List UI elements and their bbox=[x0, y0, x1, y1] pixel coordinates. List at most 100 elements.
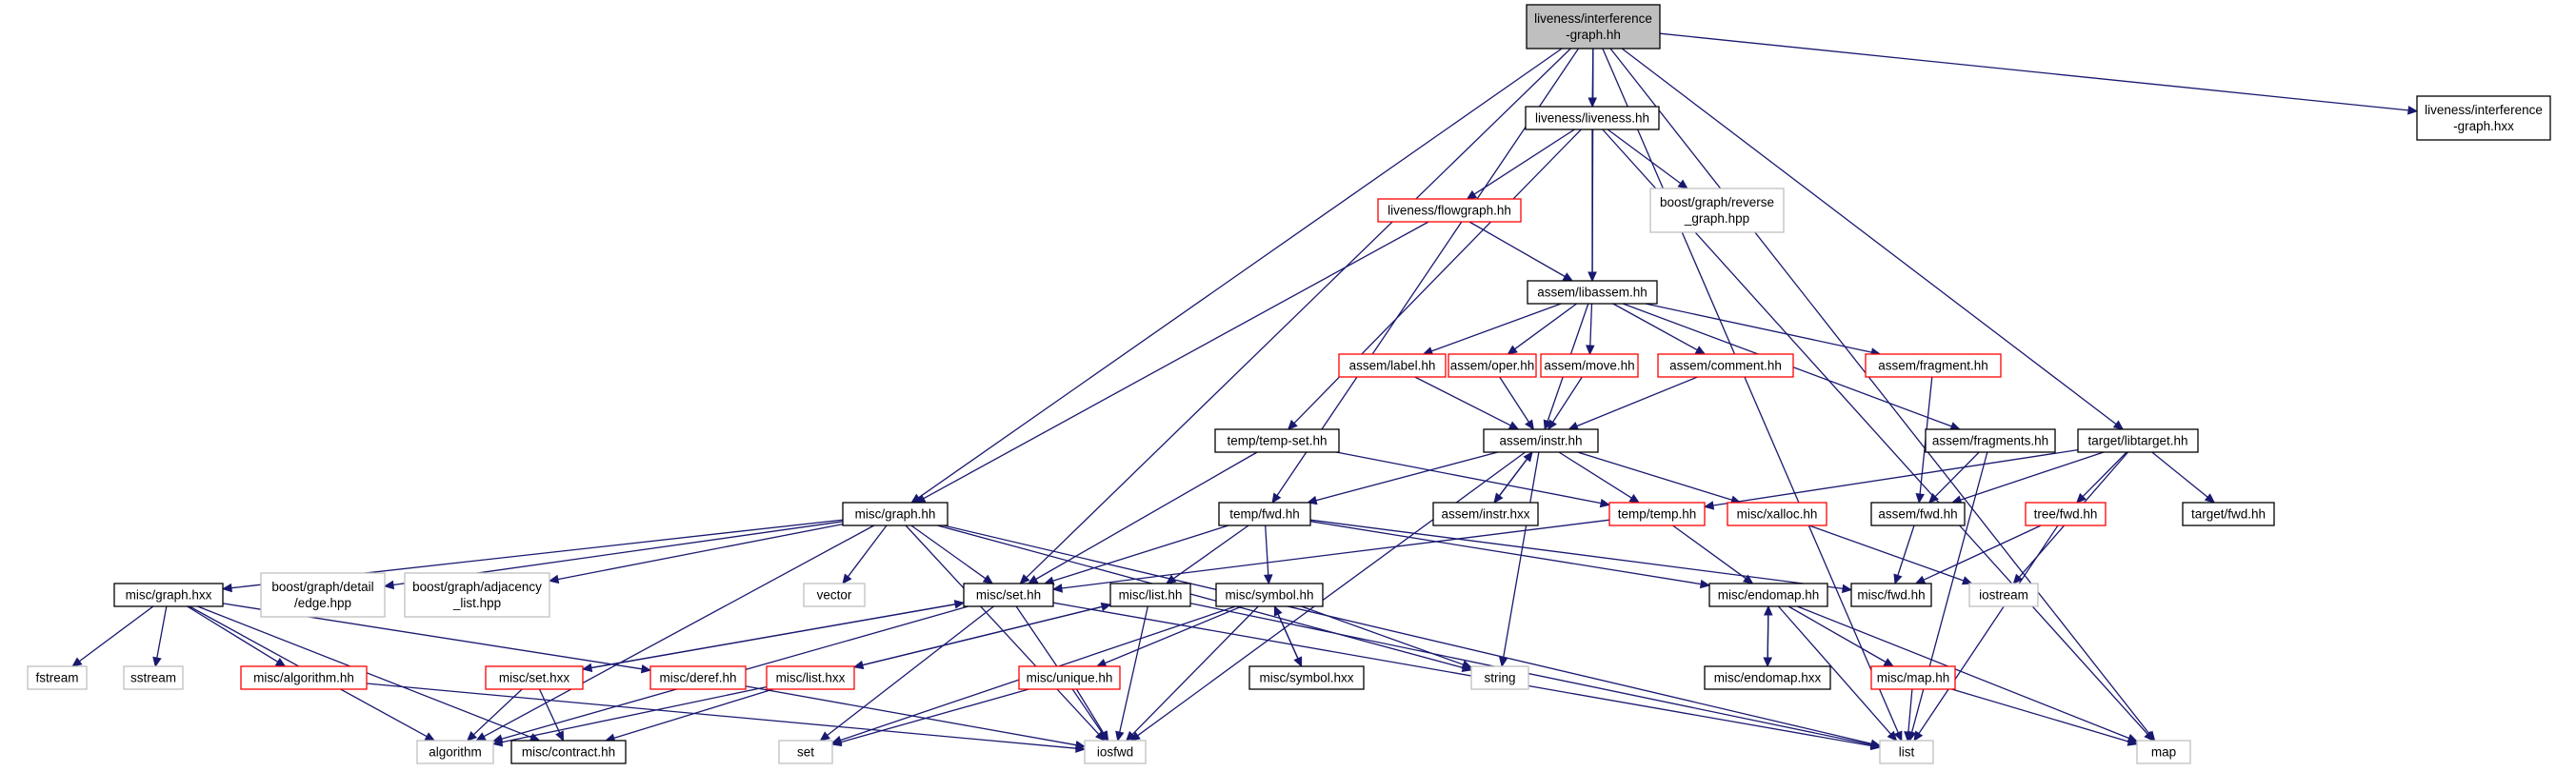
node-move[interactable]: assem/move.hh bbox=[1540, 353, 1639, 378]
node-misc-symbol[interactable]: misc/symbol.hh bbox=[1215, 583, 1324, 607]
node-box bbox=[27, 665, 88, 690]
edge-line bbox=[1645, 303, 1872, 353]
edge-line bbox=[1473, 129, 1575, 195]
node-libassem[interactable]: assem/libassem.hh bbox=[1527, 280, 1658, 305]
node-label: _list.hpp bbox=[452, 596, 501, 610]
edge-liveness-to-temp_set bbox=[1287, 129, 1582, 430]
node-oper[interactable]: assem/oper.hh bbox=[1448, 353, 1537, 378]
node-box bbox=[1879, 740, 1934, 764]
edge-line bbox=[1493, 458, 1528, 504]
edge-arrowhead bbox=[2012, 573, 2024, 584]
node-label: misc/endomap.hxx bbox=[1714, 671, 1822, 685]
edge-misc_map-to-map bbox=[1951, 688, 2139, 746]
node-misc-graph[interactable]: misc/graph.hh bbox=[842, 502, 949, 526]
edge-arrowhead bbox=[819, 731, 830, 742]
edge-arrowhead bbox=[842, 573, 852, 584]
edge-line bbox=[1602, 48, 1899, 733]
edge-arrowhead bbox=[1883, 658, 1895, 667]
node-flowgraph[interactable]: liveness/flowgraph.hh bbox=[1377, 198, 1522, 223]
edge-line bbox=[1026, 48, 1571, 579]
edge-arrowhead bbox=[1095, 658, 1108, 667]
node-fragment[interactable]: assem/fragment.hh bbox=[1865, 353, 2002, 378]
node-misc-list[interactable]: misc/list.hh bbox=[1109, 583, 1191, 607]
node-endomap-hxx[interactable]: misc/endomap.hxx bbox=[1704, 665, 1831, 690]
node-label: set bbox=[797, 745, 814, 760]
node-temp-set[interactable]: temp/temp-set.hh bbox=[1214, 428, 1340, 453]
edge-line bbox=[156, 605, 168, 659]
edge-line bbox=[1712, 448, 2079, 506]
edge-arrowhead bbox=[1887, 730, 1898, 742]
edge-temp_fwd-to-misc_fwd bbox=[1309, 519, 1853, 594]
node-endomap[interactable]: misc/endomap.hh bbox=[1708, 583, 1828, 607]
node-ig-hxx[interactable]: liveness/interference-graph.hxx bbox=[2416, 95, 2551, 141]
edge-arrowhead bbox=[1915, 493, 1925, 505]
node-box bbox=[778, 740, 833, 764]
node-label: target/fwd.hh bbox=[2191, 507, 2266, 522]
node-deref[interactable]: misc/deref.hh bbox=[649, 665, 747, 690]
node-box bbox=[510, 740, 627, 764]
node-box bbox=[2416, 95, 2551, 141]
edge-graph_hxx-to-sstream bbox=[152, 605, 168, 668]
node-graph-hxx[interactable]: misc/graph.hxx bbox=[113, 583, 224, 607]
edge-arrowhead bbox=[2407, 106, 2419, 115]
node-libtarget[interactable]: target/libtarget.hh bbox=[2077, 428, 2199, 453]
node-label: temp/temp.hh bbox=[1618, 507, 1697, 522]
edge-endomap-to-list bbox=[1778, 605, 1898, 742]
edge-arrowhead bbox=[1893, 730, 1903, 742]
node-box bbox=[1525, 106, 1660, 130]
node-box bbox=[1925, 428, 2056, 453]
node-algorithm-hh[interactable]: misc/algorithm.hh bbox=[240, 665, 368, 690]
node-comment[interactable]: assem/comment.hh bbox=[1657, 353, 1794, 378]
edge-arrowhead bbox=[2075, 492, 2087, 504]
node-unique[interactable]: misc/unique.hh bbox=[1018, 665, 1121, 690]
edge-instr_hxx-to-instr bbox=[1493, 451, 1533, 504]
edge-arrowhead bbox=[1074, 740, 1087, 750]
node-instr-hxx[interactable]: assem/instr.hxx bbox=[1432, 502, 1539, 526]
edge-arrowhead bbox=[1586, 345, 1595, 356]
node-list-hxx[interactable]: misc/list.hxx bbox=[766, 665, 855, 690]
edge-arrowhead bbox=[1913, 730, 1924, 742]
edge-line bbox=[1189, 603, 1872, 746]
node-set-hxx[interactable]: misc/set.hxx bbox=[485, 665, 584, 690]
node-box bbox=[1214, 428, 1340, 453]
node-contract[interactable]: misc/contract.hh bbox=[510, 740, 627, 764]
node-label: iostream bbox=[1979, 588, 2028, 603]
edge-line bbox=[923, 221, 1429, 500]
node-root[interactable]: liveness/interference-graph.hh bbox=[1526, 4, 1661, 49]
node-fragments[interactable]: assem/fragments.hh bbox=[1925, 428, 2056, 453]
node-temp-hh[interactable]: temp/temp.hh bbox=[1608, 502, 1706, 526]
edge-arrowhead bbox=[1271, 492, 1282, 505]
node-box bbox=[240, 665, 368, 690]
node-assem-fwd[interactable]: assem/fwd.hh bbox=[1870, 502, 1966, 526]
node-symbol-hxx[interactable]: misc/symbol.hxx bbox=[1248, 665, 1365, 690]
edge-line bbox=[1315, 451, 1498, 502]
node-temp-fwd[interactable]: temp/fwd.hh bbox=[1218, 502, 1311, 526]
node-tree-fwd[interactable]: tree/fwd.hh bbox=[2025, 502, 2107, 526]
edge-line bbox=[1137, 451, 1526, 737]
edge-libtarget-to-temp_hh bbox=[1703, 448, 2079, 510]
node-box bbox=[1649, 188, 1785, 233]
node-box bbox=[1708, 583, 1828, 607]
node-box bbox=[803, 583, 866, 607]
edge-line bbox=[1607, 129, 1682, 185]
node-misc-set[interactable]: misc/set.hh bbox=[963, 583, 1054, 607]
node-misc-fwd[interactable]: misc/fwd.hh bbox=[1850, 583, 1932, 607]
edge-line bbox=[1923, 525, 2042, 581]
node-label[interactable]: assem/label.hh bbox=[1338, 353, 1447, 378]
node-target-fwd[interactable]: target/fwd.hh bbox=[2182, 502, 2275, 526]
edge-line bbox=[366, 683, 1077, 749]
node-reverse-graph: boost/graph/reverse_graph.hpp bbox=[1649, 188, 1785, 233]
node-liveness[interactable]: liveness/liveness.hh bbox=[1525, 106, 1660, 130]
node-misc-map[interactable]: misc/map.hh bbox=[1870, 665, 1956, 690]
node-list: list bbox=[1879, 740, 1934, 764]
edge-line bbox=[1430, 303, 1562, 352]
node-instr[interactable]: assem/instr.hh bbox=[1483, 428, 1599, 453]
edge-line bbox=[1309, 521, 1702, 585]
edge-arrowhead bbox=[1869, 740, 1882, 749]
edge-liveness-to-flowgraph bbox=[1466, 129, 1575, 200]
node-xalloc[interactable]: misc/xalloc.hh bbox=[1727, 502, 1827, 526]
edge-line bbox=[1414, 376, 1511, 426]
edge-line bbox=[1778, 605, 1891, 735]
node-box bbox=[2136, 740, 2191, 764]
node-label: assem/instr.hxx bbox=[1441, 507, 1529, 522]
